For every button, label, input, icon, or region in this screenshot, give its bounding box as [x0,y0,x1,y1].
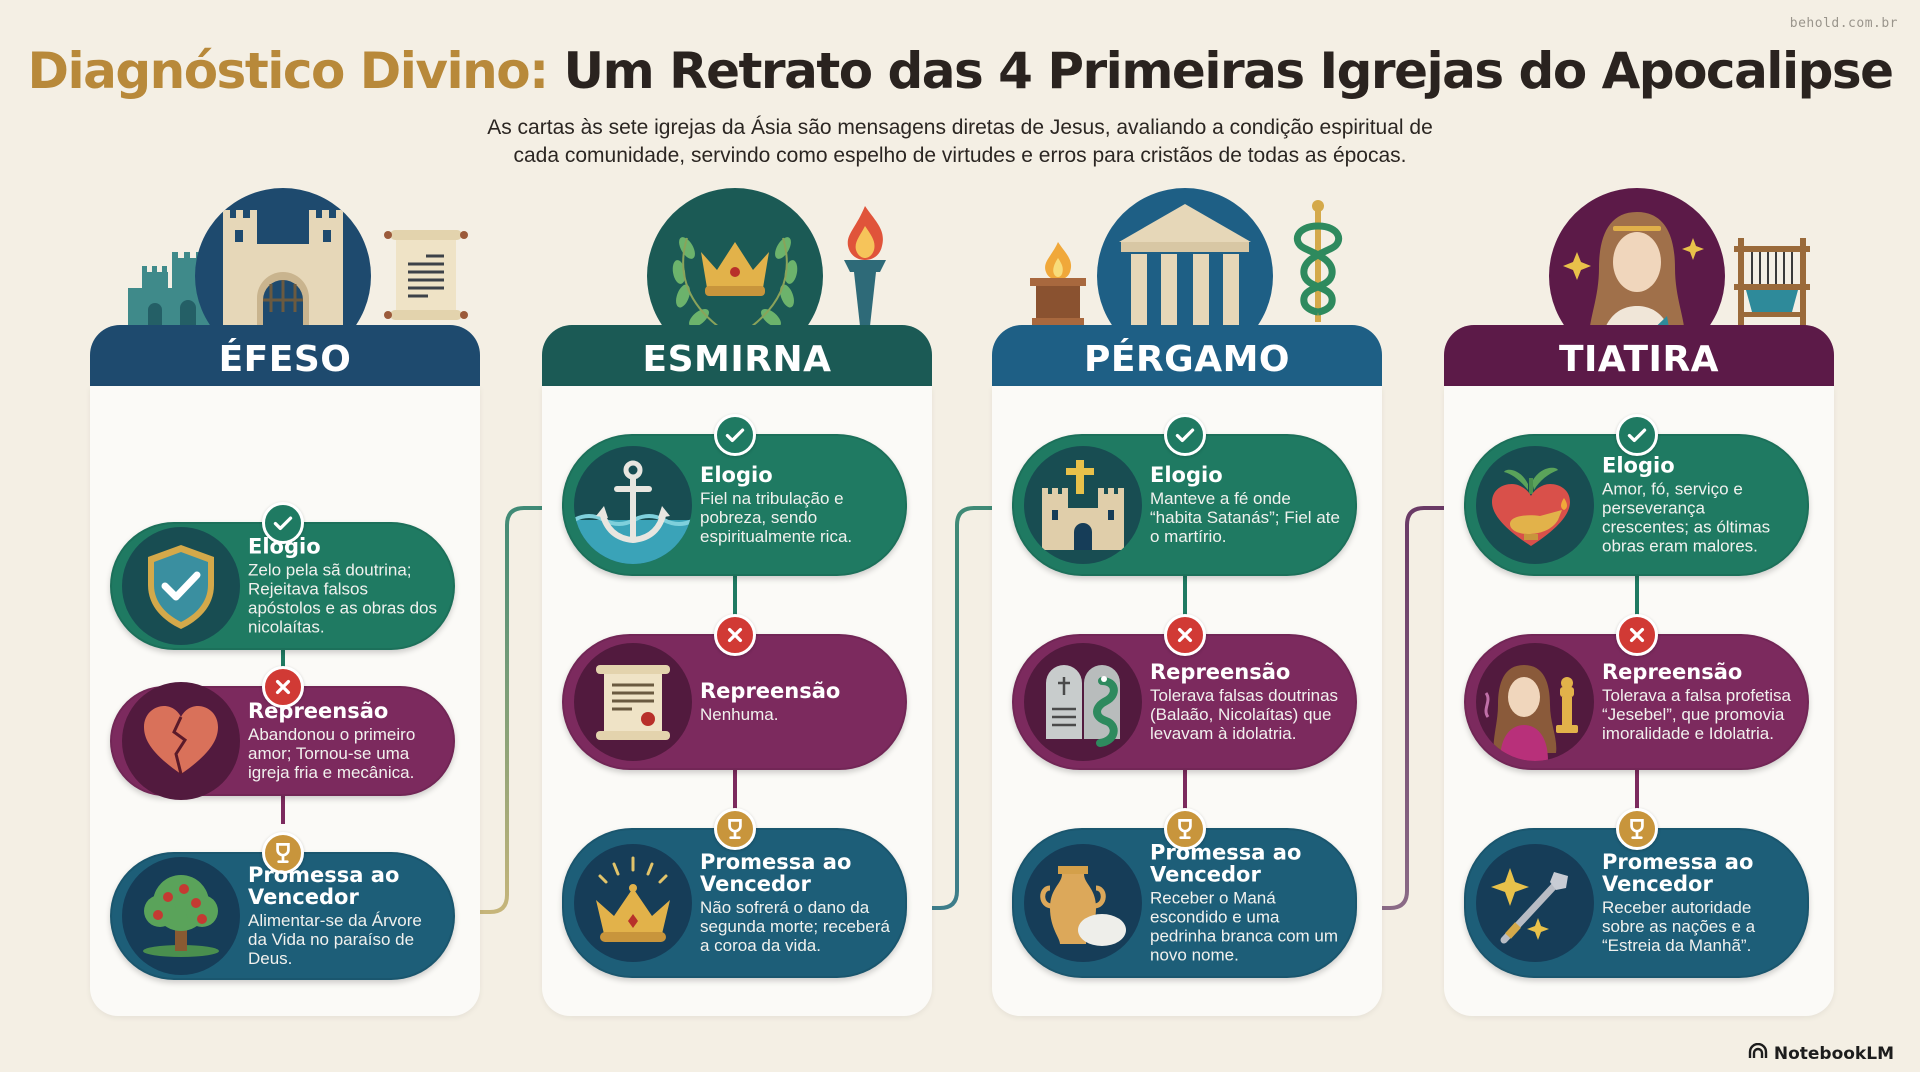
trophy-badge-icon [261,832,304,874]
jezebel-idol-icon [1476,643,1594,761]
church-name-esmirna: ESMIRNA [542,325,932,388]
torch-icon [838,202,892,326]
rebuke-card: Repreensão Tolerava a falsa profetisa “J… [1464,614,1809,770]
shield-check-icon [122,527,240,645]
promise-card: Promessa ao Vencedor Alimentar-se da Árv… [110,832,455,980]
check-badge-icon [261,502,304,544]
tablets-serpent-icon [1024,643,1142,761]
praise-card: Elogio Amor, fó, serviço e perseverança … [1464,414,1809,576]
check-badge-icon [1615,414,1658,456]
jar-stone-icon [1024,844,1142,962]
anchor-icon [574,446,692,564]
church-name-tiatira: TIATIRA [1444,325,1834,388]
subtitle-line-2: cada comunidade, servindo como espelho d… [513,144,1407,167]
praise-text: Amor, fó, serviço e perseverança crescen… [1602,479,1771,556]
promise-text: Não sofrerá o dano da segunda morte; rec… [700,898,890,955]
stem-line [281,784,285,824]
crown-icon [574,844,692,962]
church-column-esmirna: ESMIRNA Elogio Fiel na tribulação e pobr… [542,184,932,1016]
watermark: behold.com.br [1789,16,1898,31]
tree-of-life-icon [122,857,240,975]
x-badge-icon [1615,614,1658,656]
stem-line [733,764,737,824]
stem-line [733,574,737,634]
notebooklm-brand: NotebookLM [1748,1042,1894,1064]
caduceus-icon [1282,198,1354,322]
praise-heading: Elogio [248,534,321,559]
brand-label: NotebookLM [1773,1043,1894,1064]
check-badge-icon [713,414,756,456]
scepter-star-icon [1476,844,1594,962]
church-name-efeso: ÉFESO [90,325,480,388]
broken-heart-icon [122,682,240,800]
church-column-tiatira: TIATIRA Elogio Amor, fó, serviço e perse… [1444,184,1834,1016]
praise-text: Manteve a fé onde “habita Satanás”; Fiel… [1150,489,1340,546]
praise-card: Elogio Manteve a fé onde “habita Satanás… [1012,414,1357,576]
church-name-pergamo: PÉRGAMO [992,325,1382,388]
check-badge-icon [1163,414,1206,456]
stem-line [1635,574,1639,634]
promise-card: Promessa ao Vencedor Receber o Maná esco… [1012,808,1357,978]
promise-card: Promessa ao Vencedor Receber autoridade … [1464,808,1809,978]
praise-heading: Elogio [700,463,773,487]
promise-heading: Promessa ao Vencedor [1150,840,1302,887]
altar-fire-icon [1026,240,1090,326]
praise-card: Elogio Zelo pela sã doutrina; Rejeitava … [110,502,455,650]
promise-heading: Promessa ao Vencedor [248,863,400,909]
x-badge-icon [713,614,756,656]
stem-line [281,644,285,684]
stem-line [1635,764,1639,824]
promise-text: Receber o Maná escondido e uma pedrinha … [1150,888,1339,965]
fortress-cross-icon [1024,446,1142,564]
promise-heading: Promessa ao Vencedor [1602,850,1754,896]
promise-text: Alimentar-se da Árvore da Vida no paraís… [248,911,422,968]
title-rest: Um Retrato das 4 Primeiras Igrejas do Ap… [563,42,1895,100]
rebuke-card: Repreensão Nenhuma. [562,614,907,770]
rebuke-card: Repreensão Tolerava falsas doutrinas (Ba… [1012,614,1357,770]
promise-card: Promessa ao Vencedor Não sofrerá o dano … [562,808,907,978]
stem-line [1183,764,1187,824]
scroll-icon [382,228,470,324]
heart-lamp-icon [1476,446,1594,564]
church-column-efeso: ÉFESO Elogio Zelo pela sã doutrina; Reje… [90,184,480,1016]
subtitle-line-1: As cartas às sete igrejas da Ásia são me… [487,116,1433,139]
rebuke-heading: Repreensão [700,679,841,703]
subtitle: As cartas às sete igrejas da Ásia são me… [460,114,1460,170]
rebuke-heading: Repreensão [248,699,389,723]
praise-heading: Elogio [1602,453,1675,478]
stem-line [1183,574,1187,634]
praise-card: Elogio Fiel na tribulação e pobreza, sen… [562,414,907,576]
sealed-scroll-icon [574,643,692,761]
notebooklm-logo-icon [1748,1042,1768,1064]
trophy-badge-icon [1163,808,1206,850]
rebuke-text: Abandonou o primeiro amor; Tornou-se uma… [248,725,416,782]
trophy-badge-icon [713,808,756,850]
church-column-pergamo: PÉRGAMO Elogio Manteve a fé onde “habita… [992,184,1382,1016]
promise-text: Receber autoridade sobre as nações e a “… [1602,898,1756,955]
rebuke-heading: Repreensão [1150,660,1291,684]
rebuke-card: Repreensão Abandonou o primeiro amor; To… [110,666,455,800]
rebuke-heading: Repreensão [1602,660,1743,684]
loom-icon [1734,238,1812,326]
praise-text: Fiel na tribulação e pobreza, sendo espi… [700,489,853,546]
rebuke-text: Tolerava falsas doutrinas (Balaão, Nicol… [1150,686,1339,743]
rebuke-text: Tolerava a falsa profetisa “Jesebel”, qu… [1602,686,1791,743]
title-highlight: Diagnóstico Divino: [27,42,549,100]
promise-heading: Promessa ao Vencedor [700,850,852,896]
praise-heading: Elogio [1150,463,1223,487]
praise-text: Zelo pela sã doutrina; Rejeitava falsos … [248,560,438,637]
rebuke-text: Nenhuma. [700,705,779,724]
x-badge-icon [1163,614,1206,656]
x-badge-icon [261,666,304,708]
trophy-badge-icon [1615,808,1658,850]
page-title: Diagnóstico Divino: Um Retrato das 4 Pri… [0,42,1920,100]
